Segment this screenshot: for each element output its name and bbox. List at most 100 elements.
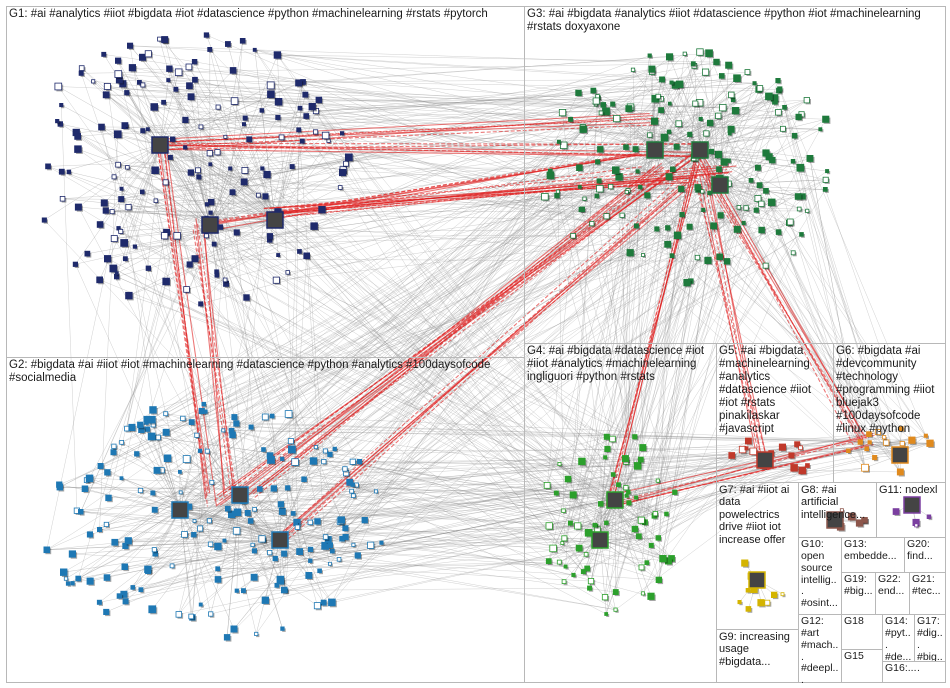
vertex xyxy=(204,410,207,413)
vertex xyxy=(728,132,731,135)
vertex xyxy=(198,449,201,452)
edge xyxy=(643,253,793,594)
vertex xyxy=(670,254,674,258)
vertex xyxy=(123,599,128,604)
vertex xyxy=(791,251,795,255)
vertex xyxy=(119,229,123,233)
vertex xyxy=(605,613,608,616)
vertex xyxy=(617,483,621,487)
vertex xyxy=(610,436,616,442)
vertex xyxy=(684,279,691,286)
vertex xyxy=(318,569,322,573)
vertex xyxy=(205,449,209,453)
vertex xyxy=(745,438,751,444)
vertex xyxy=(374,490,377,493)
vertex xyxy=(759,227,765,233)
vertex xyxy=(64,577,67,580)
vertex xyxy=(352,543,355,546)
vertex xyxy=(119,197,124,202)
vertex xyxy=(197,175,201,179)
vertex xyxy=(182,532,188,538)
vertex xyxy=(357,459,362,464)
vertex xyxy=(571,233,576,238)
vertex xyxy=(306,572,312,578)
vertex xyxy=(757,183,762,188)
vertex xyxy=(624,145,629,150)
vertex xyxy=(638,457,643,462)
hub-vertex xyxy=(592,532,608,548)
vertex xyxy=(562,509,566,513)
vertex xyxy=(296,80,302,86)
vertex xyxy=(112,444,116,448)
vertex xyxy=(303,92,308,97)
vertex xyxy=(639,565,644,570)
vertex xyxy=(742,221,745,224)
vertex xyxy=(927,515,931,519)
vertex xyxy=(634,224,638,228)
vertex xyxy=(633,147,638,152)
vertex xyxy=(776,109,782,115)
vertex xyxy=(282,551,287,556)
vertex xyxy=(656,536,661,541)
edge xyxy=(720,112,779,185)
vertex xyxy=(848,513,855,520)
vertex xyxy=(780,126,785,131)
vertex xyxy=(99,124,105,130)
vertex xyxy=(193,519,196,522)
vertex xyxy=(596,160,600,164)
vertex xyxy=(198,526,203,531)
vertex xyxy=(242,123,245,126)
vertex xyxy=(670,81,673,84)
vertex xyxy=(123,257,127,261)
vertex xyxy=(291,512,295,516)
vertex xyxy=(674,144,679,149)
vertex xyxy=(215,543,222,550)
vertex xyxy=(660,555,667,562)
vertex xyxy=(683,52,686,55)
vertex xyxy=(873,455,877,459)
vertex xyxy=(717,167,722,172)
vertex xyxy=(67,170,71,174)
vertex xyxy=(665,512,669,516)
vertex xyxy=(799,467,806,474)
vertex xyxy=(127,43,132,48)
vertex xyxy=(755,196,761,202)
vertex xyxy=(135,452,140,457)
vertex xyxy=(234,509,241,516)
vertex xyxy=(162,37,168,43)
vertex xyxy=(322,459,326,463)
vertex xyxy=(111,450,116,455)
vertex xyxy=(71,582,75,586)
vertex xyxy=(167,79,170,82)
vertex xyxy=(823,177,828,182)
vertex xyxy=(579,458,586,465)
vertex xyxy=(755,165,760,170)
vertex xyxy=(770,157,776,163)
vertex xyxy=(729,92,735,98)
edge xyxy=(44,145,160,220)
vertex xyxy=(85,251,90,256)
vertex xyxy=(593,523,597,527)
vertex xyxy=(112,539,118,545)
vertex xyxy=(568,521,572,525)
vertex xyxy=(368,542,374,548)
vertex xyxy=(702,208,705,211)
vertex xyxy=(277,254,280,257)
vertex xyxy=(268,91,275,98)
vertex xyxy=(183,456,190,463)
vertex xyxy=(795,194,801,200)
vertex xyxy=(580,207,585,212)
vertex xyxy=(823,187,827,191)
vertex xyxy=(343,534,348,539)
vertex xyxy=(742,560,748,566)
vertex xyxy=(208,199,214,205)
vertex xyxy=(309,559,313,563)
vertex xyxy=(178,470,181,473)
hub-vertex xyxy=(607,492,623,508)
vertex xyxy=(243,116,247,120)
vertex xyxy=(210,480,214,484)
vertex xyxy=(196,168,201,173)
vertex xyxy=(314,446,317,449)
vertex xyxy=(164,455,171,462)
